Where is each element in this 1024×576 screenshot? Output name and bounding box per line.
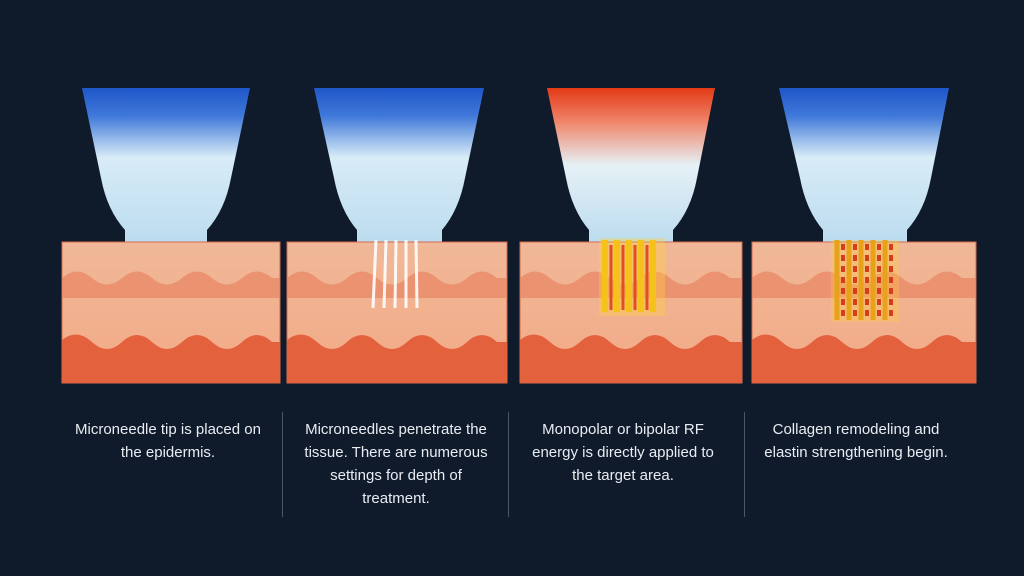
remodeling-needles (831, 240, 899, 322)
step-2-illustration (286, 88, 508, 384)
dermis-wave (752, 334, 976, 383)
rf-glowing-needles (599, 238, 665, 316)
step-4-panel (751, 80, 977, 390)
step-3-illustration (519, 88, 743, 384)
step-2-caption: Microneedles penetrate the tissue. There… (304, 421, 488, 507)
dermis-wave (287, 334, 507, 383)
step-2-panel (284, 80, 508, 390)
step-4-caption: Collagen remodeling and elastin strength… (764, 421, 948, 461)
caption-divider (744, 412, 745, 517)
applicator-tip (779, 88, 949, 242)
applicator-tip (82, 88, 250, 242)
step-3-caption: Monopolar or bipolar RF energy is direct… (532, 421, 714, 484)
step-1-illustration (61, 88, 281, 384)
epidermis-wave (62, 271, 280, 298)
step-1-panel (57, 80, 281, 390)
epidermis-wave (752, 271, 976, 298)
microneedles (371, 239, 419, 309)
applicator-tip (547, 88, 715, 242)
step-3-panel (517, 80, 743, 390)
step-1-caption: Microneedle tip is placed on the epiderm… (75, 421, 261, 461)
caption-divider (508, 412, 509, 517)
epidermis-wave (287, 271, 507, 298)
dermis-wave (520, 334, 742, 383)
caption-divider (282, 412, 283, 517)
applicator-tip (314, 88, 484, 242)
dermis-wave (62, 334, 280, 383)
step-4-illustration (751, 88, 977, 384)
